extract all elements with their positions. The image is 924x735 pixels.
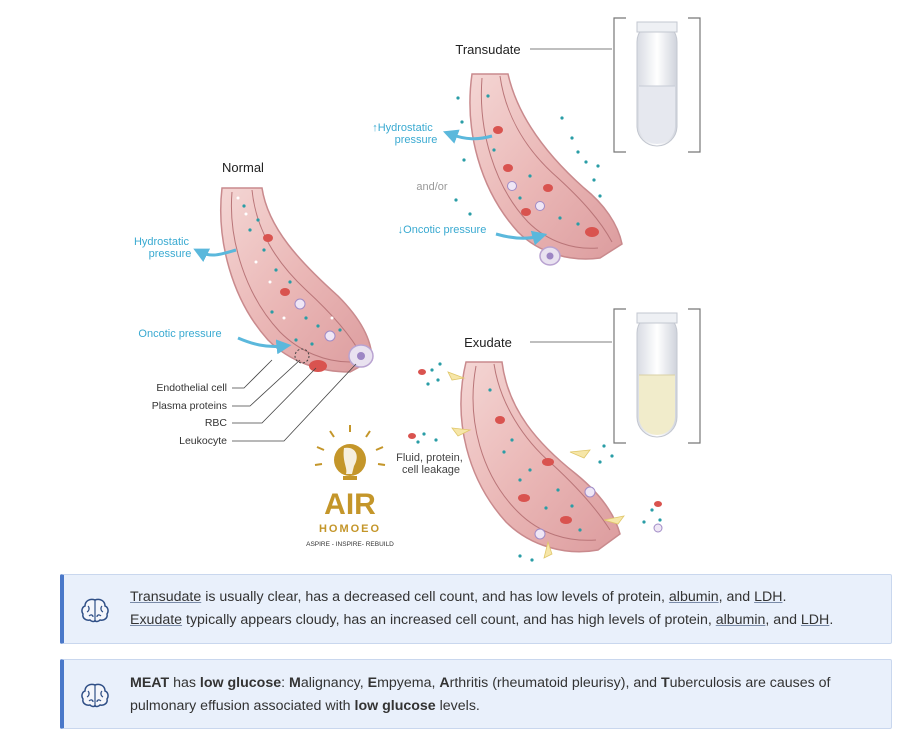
transudate-title: Transudate bbox=[455, 42, 520, 57]
callout-1-line-2: Exudate typically appears cloudy, has an… bbox=[130, 612, 834, 628]
ldh-term: LDH bbox=[800, 612, 830, 628]
exudate-leaked-proteins bbox=[416, 362, 662, 562]
callout-1-line-1: Transudate is usually clear, has a decre… bbox=[130, 589, 787, 605]
air-homoeo-logo: AIR HOMOEO ASPIRE - INSPIRE- REBUILD bbox=[306, 425, 394, 548]
transudate-hydrostatic-arrow bbox=[442, 129, 493, 144]
brain-icon bbox=[81, 598, 109, 623]
callout-2-text: MEAT has low glucose: Malignancy, Empyem… bbox=[130, 672, 875, 718]
leakage-arrows bbox=[447, 371, 625, 559]
legend-leukocyte: Leukocyte bbox=[179, 435, 227, 447]
transudate-oncotic-arrow bbox=[495, 230, 548, 246]
transudate-hydrostatic-label: ↑Hydrostatic pressure bbox=[372, 122, 437, 146]
exudate-title: Exudate bbox=[464, 335, 512, 350]
normal-title: Normal bbox=[222, 160, 264, 175]
callout-2-line-2: pulmonary effusion associated with low g… bbox=[130, 698, 480, 714]
exudate-vessel bbox=[408, 361, 663, 562]
normal-vessel bbox=[220, 187, 374, 373]
logo-tagline: ASPIRE - INSPIRE- REBUILD bbox=[306, 541, 394, 548]
brain-icon bbox=[81, 683, 109, 708]
callout-meat-mnemonic: MEAT has low glucose: Malignancy, Empyem… bbox=[60, 659, 892, 729]
legend-endothelial-cell: Endothelial cell bbox=[156, 382, 227, 394]
transudate-test-tube bbox=[613, 17, 701, 153]
legend-plasma-proteins: Plasma proteins bbox=[152, 400, 227, 412]
callout-2-line-1: MEAT has low glucose: Malignancy, Empyem… bbox=[130, 675, 831, 691]
legend-rbc: RBC bbox=[205, 417, 228, 429]
transudate-andor: and/or bbox=[416, 181, 448, 193]
callout-transudate-exudate: Transudate is usually clear, has a decre… bbox=[60, 574, 892, 644]
transudate-term: Transudate bbox=[130, 589, 202, 605]
callout-1-text: Transudate is usually clear, has a decre… bbox=[130, 586, 875, 632]
logo-sub: HOMOEO bbox=[319, 523, 381, 535]
low-glucose-term: low glucose bbox=[199, 675, 282, 691]
low-glucose-term: low glucose bbox=[354, 698, 436, 714]
albumin-term: albumin bbox=[668, 589, 719, 605]
normal-oncotic-arrow bbox=[237, 336, 292, 355]
legend-leader-lines bbox=[232, 359, 357, 442]
transudate-leaked-proteins bbox=[454, 96, 602, 216]
normal-hydrostatic-label: Hydrostatic pressure bbox=[134, 236, 192, 260]
logo-name: AIR bbox=[324, 488, 376, 521]
exudate-test-tube bbox=[613, 308, 701, 444]
albumin-term: albumin bbox=[715, 612, 766, 628]
transudate-vessel bbox=[454, 73, 623, 266]
ldh-term: LDH bbox=[754, 589, 783, 605]
normal-oncotic-label: Oncotic pressure bbox=[138, 328, 221, 340]
normal-legend: Endothelial cell Plasma proteins RBC Leu… bbox=[152, 382, 228, 447]
transudate-oncotic-label: ↓Oncotic pressure bbox=[398, 224, 487, 236]
normal-hydrostatic-arrow bbox=[193, 248, 237, 263]
bulb-rays-icon bbox=[314, 425, 386, 466]
meat-term: MEAT bbox=[130, 675, 170, 691]
exudate-term: Exudate bbox=[130, 612, 183, 628]
pleural-effusion-diagram: Normal Hydrostatic pressure Oncotic pres… bbox=[134, 17, 701, 562]
exudate-leakage-label: Fluid, protein, cell leakage bbox=[396, 452, 466, 476]
